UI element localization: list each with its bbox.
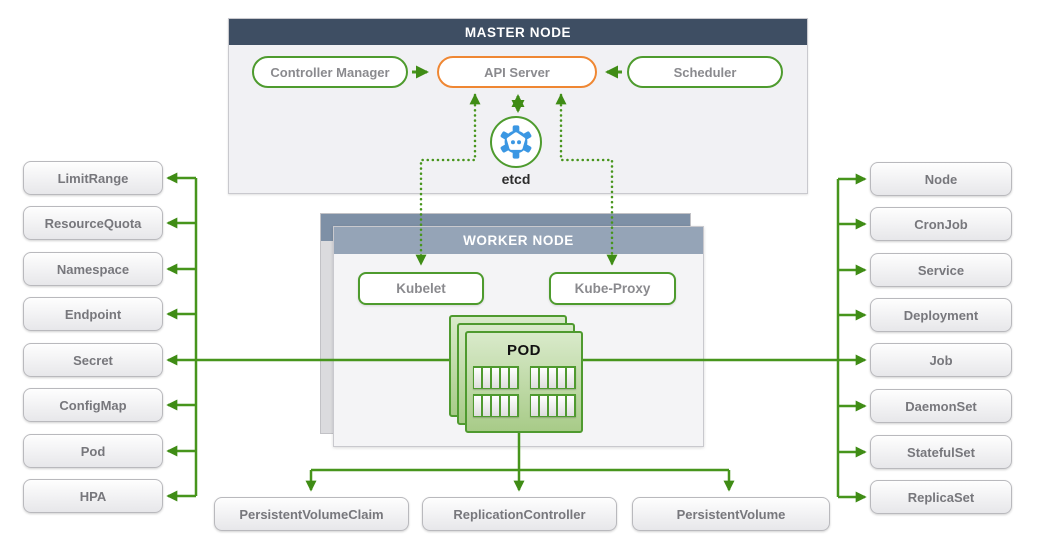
resource-job: Job (870, 343, 1012, 377)
resource-deployment: Deployment (870, 298, 1012, 332)
container-cell-group (529, 366, 576, 389)
container-cell (557, 367, 566, 388)
container-cell (509, 395, 517, 416)
resource-label: CronJob (914, 216, 968, 232)
resource-replicaset: ReplicaSet (870, 480, 1012, 514)
resource-configmap: ConfigMap (23, 388, 163, 422)
resource-statefulset: StatefulSet (870, 435, 1012, 469)
container-cell (474, 367, 482, 388)
resource-label: PersistentVolume (676, 506, 786, 522)
resource-label: HPA (79, 488, 107, 504)
kubelet-label: Kubelet (396, 281, 446, 296)
container-cell (500, 367, 509, 388)
kube-proxy-node: Kube-Proxy (549, 272, 676, 305)
resource-label: StatefulSet (907, 444, 975, 460)
master-node-header: MASTER NODE (229, 19, 807, 45)
resource-persistentvolume: PersistentVolume (632, 497, 830, 531)
resource-resourcequota: ResourceQuota (23, 206, 163, 240)
container-cell (509, 367, 517, 388)
resource-pod: Pod (23, 434, 163, 468)
resource-persistentvolumeclaim: PersistentVolumeClaim (214, 497, 409, 531)
resource-daemonset: DaemonSet (870, 389, 1012, 423)
resource-label: ResourceQuota (44, 215, 142, 231)
container-cell (491, 395, 500, 416)
resource-limitrange: LimitRange (23, 161, 163, 195)
controller-manager-label: Controller Manager (270, 64, 390, 80)
resource-label: Job (929, 352, 953, 368)
container-cell (566, 395, 574, 416)
resource-label: LimitRange (57, 170, 129, 186)
container-cell (539, 395, 548, 416)
container-cell (548, 395, 557, 416)
resource-label: Service (917, 262, 965, 278)
container-cell (548, 367, 557, 388)
resource-namespace: Namespace (23, 252, 163, 286)
scheduler-label: Scheduler (673, 64, 737, 80)
resource-endpoint: Endpoint (23, 297, 163, 331)
resource-label: ReplicationController (453, 506, 586, 522)
gear-robot-icon (490, 116, 542, 168)
container-cell (491, 367, 500, 388)
resource-label: Node (924, 171, 958, 187)
resource-label: Namespace (56, 261, 130, 277)
etcd-label: etcd (501, 171, 531, 187)
resource-cronjob: CronJob (870, 207, 1012, 241)
worker-node-title: WORKER NODE (463, 233, 574, 248)
pod-node: POD (465, 331, 583, 433)
resource-label: ReplicaSet (907, 489, 975, 505)
container-cell-group (472, 366, 519, 389)
resource-service: Service (870, 253, 1012, 287)
line-apiserver-kubelet-dotted (415, 93, 481, 266)
kubelet-node: Kubelet (358, 272, 484, 305)
controller-manager-node: Controller Manager (252, 56, 408, 88)
container-cell (539, 367, 548, 388)
resource-label: Secret (73, 352, 113, 368)
resource-label: Deployment (903, 307, 979, 323)
container-cell-group (529, 394, 576, 417)
resource-label: Pod (80, 443, 106, 459)
container-cell (531, 367, 539, 388)
etcd-node: etcd (490, 116, 542, 187)
container-cell (500, 395, 509, 416)
container-cell (482, 367, 491, 388)
api-server-node: API Server (437, 56, 597, 88)
worker-node-header: WORKER NODE (334, 227, 703, 254)
container-cell (531, 395, 539, 416)
resource-node: Node (870, 162, 1012, 196)
container-cell (566, 367, 574, 388)
container-cell-group (472, 394, 519, 417)
resource-label: ConfigMap (59, 397, 127, 413)
line-apiserver-kubeproxy-dotted (555, 93, 618, 266)
container-cell (482, 395, 491, 416)
scheduler-node: Scheduler (627, 56, 783, 88)
resource-label: PersistentVolumeClaim (239, 506, 384, 522)
api-server-label: API Server (484, 64, 550, 80)
resource-replicationcontroller: ReplicationController (422, 497, 617, 531)
worker-node-panel: WORKER NODE (333, 226, 704, 447)
container-cell (474, 395, 482, 416)
kube-proxy-label: Kube-Proxy (574, 281, 651, 296)
resource-hpa: HPA (23, 479, 163, 513)
master-node-title: MASTER NODE (464, 24, 572, 40)
container-cell (557, 395, 566, 416)
container-grid-icon (467, 366, 581, 417)
resource-secret: Secret (23, 343, 163, 377)
resource-label: DaemonSet (905, 398, 977, 414)
pod-label: POD (506, 342, 541, 359)
resource-label: Endpoint (64, 306, 122, 322)
